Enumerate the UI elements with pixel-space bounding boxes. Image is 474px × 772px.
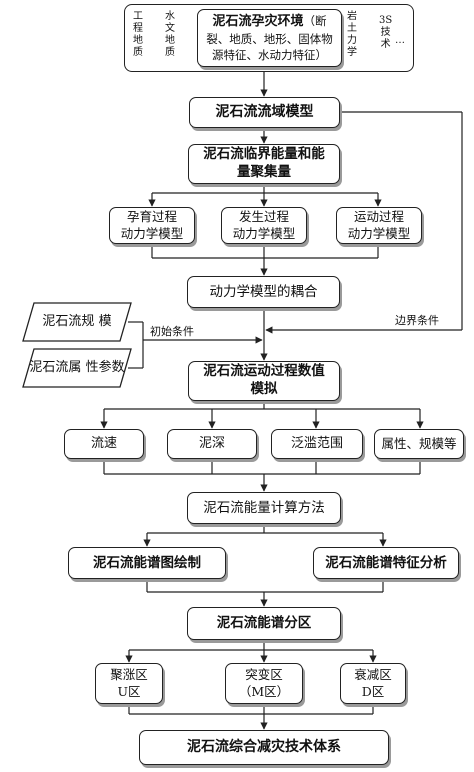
dynamic-model-incubation-line-2: 动力学模型 <box>120 225 184 241</box>
critical-energy-line-2: 量聚集量 <box>237 164 291 180</box>
dynamic-model-initiation-box: 发生过程 动力学模型 <box>221 207 307 244</box>
input-scale-box: 泥石流规 模 <box>22 302 132 342</box>
dynamic-model-movement-line-1: 运动过程 <box>353 209 404 225</box>
output-depth-box: 泥深 <box>167 429 257 459</box>
dynamic-model-initiation-line-2: 动力学模型 <box>232 225 296 241</box>
basin-model-label: 泥石流流域模型 <box>215 104 314 121</box>
output-inundation-box: 泛滥范围 <box>271 429 363 459</box>
output-velocity-box: 流速 <box>64 429 144 459</box>
dynamic-model-movement-line-2: 动力学模型 <box>347 225 411 241</box>
engineering-geology-label: 工 程 地 质 <box>133 11 143 58</box>
energy-method-box: 泥石流能量计算方法 <box>187 492 341 524</box>
zone-u-line-2: U区 <box>117 683 141 699</box>
spectrum-analysis-box: 泥石流能谱特征分析 <box>313 547 459 579</box>
hazard-environment-desc-1: （断 <box>303 13 327 28</box>
input-properties-line-1: 泥石流属 <box>29 360 82 376</box>
geomechanics-label: 岩 土 力 学 <box>347 11 357 58</box>
output-depth-label: 泥深 <box>198 436 225 452</box>
basin-model-box: 泥石流流域模型 <box>189 97 340 128</box>
numerical-simulation-line-2: 模拟 <box>250 381 278 397</box>
initial-conditions-label: 初始条件 <box>150 325 194 338</box>
dynamic-model-movement-box: 运动过程 动力学模型 <box>336 207 422 244</box>
hazard-environment-title: 泥石流孕灾环境 <box>212 13 304 29</box>
input-scale-line-2: 模 <box>98 314 112 330</box>
spectrum-zoning-box: 泥石流能谱分区 <box>187 607 341 640</box>
zone-d-line-2: D区 <box>361 683 385 699</box>
boundary-conditions-label: 边界条件 <box>395 314 439 327</box>
model-coupling-box: 动力学模型的耦合 <box>187 276 340 308</box>
input-properties-box: 泥石流属 性参数 <box>22 348 132 388</box>
input-scale-line-1: 泥石流规 <box>42 314 95 330</box>
hydrogeology-label: 水 文 地 质 <box>165 11 175 58</box>
spectrum-map-label: 泥石流能谱图绘制 <box>93 554 201 571</box>
energy-method-label: 泥石流能量计算方法 <box>203 499 325 516</box>
more-dots: … <box>395 35 405 46</box>
hazard-environment-desc-3: 源特征、水动力特征） <box>212 48 327 63</box>
critical-energy-line-1: 泥石流临界能量和能 <box>203 146 325 163</box>
zone-u-box: 聚涨区 U区 <box>95 663 163 704</box>
zone-d-box: 衰减区 D区 <box>340 663 406 704</box>
zone-u-line-1: 聚涨区 <box>110 667 148 683</box>
output-inundation-label: 泛滥范围 <box>290 436 343 452</box>
hazard-environment-desc-2: 裂、地质、地形、固体物 <box>206 32 333 46</box>
spectrum-analysis-label: 泥石流能谱特征分析 <box>325 554 447 571</box>
zone-d-line-1: 衰减区 <box>354 667 392 683</box>
hazard-environment-inner-box: 泥石流孕灾环境（断 裂、地质、地形、固体物 源特征、水动力特征） <box>197 9 342 67</box>
spectrum-map-box: 泥石流能谱图绘制 <box>68 547 226 579</box>
dynamic-model-incubation-line-1: 孕育过程 <box>126 209 177 225</box>
spectrum-zoning-label: 泥石流能谱分区 <box>216 615 312 632</box>
numerical-simulation-box: 泥石流运动过程数值 模拟 <box>188 361 340 401</box>
output-properties-label: 属性、规模等 <box>381 435 457 451</box>
critical-energy-box: 泥石流临界能量和能 量聚集量 <box>188 144 340 184</box>
output-velocity-label: 流速 <box>90 436 117 452</box>
zone-m-line-2: （M区） <box>238 683 290 699</box>
output-properties-box: 属性、规模等 <box>374 429 464 459</box>
input-properties-line-2: 性参数 <box>85 360 125 376</box>
numerical-simulation-line-1: 泥石流运动过程数值 <box>203 363 325 380</box>
model-coupling-label: 动力学模型的耦合 <box>209 283 318 300</box>
zone-m-box: 突变区 （M区） <box>225 663 303 704</box>
dynamic-model-initiation-line-1: 发生过程 <box>238 209 289 225</box>
mitigation-system-box: 泥石流综合减灾技术体系 <box>139 730 389 765</box>
3s-technology-label: 3S 技 术 <box>379 15 393 50</box>
dynamic-model-incubation-box: 孕育过程 动力学模型 <box>109 207 195 244</box>
mitigation-system-label: 泥石流综合减灾技术体系 <box>187 739 341 756</box>
zone-m-line-1: 突变区 <box>245 667 283 683</box>
